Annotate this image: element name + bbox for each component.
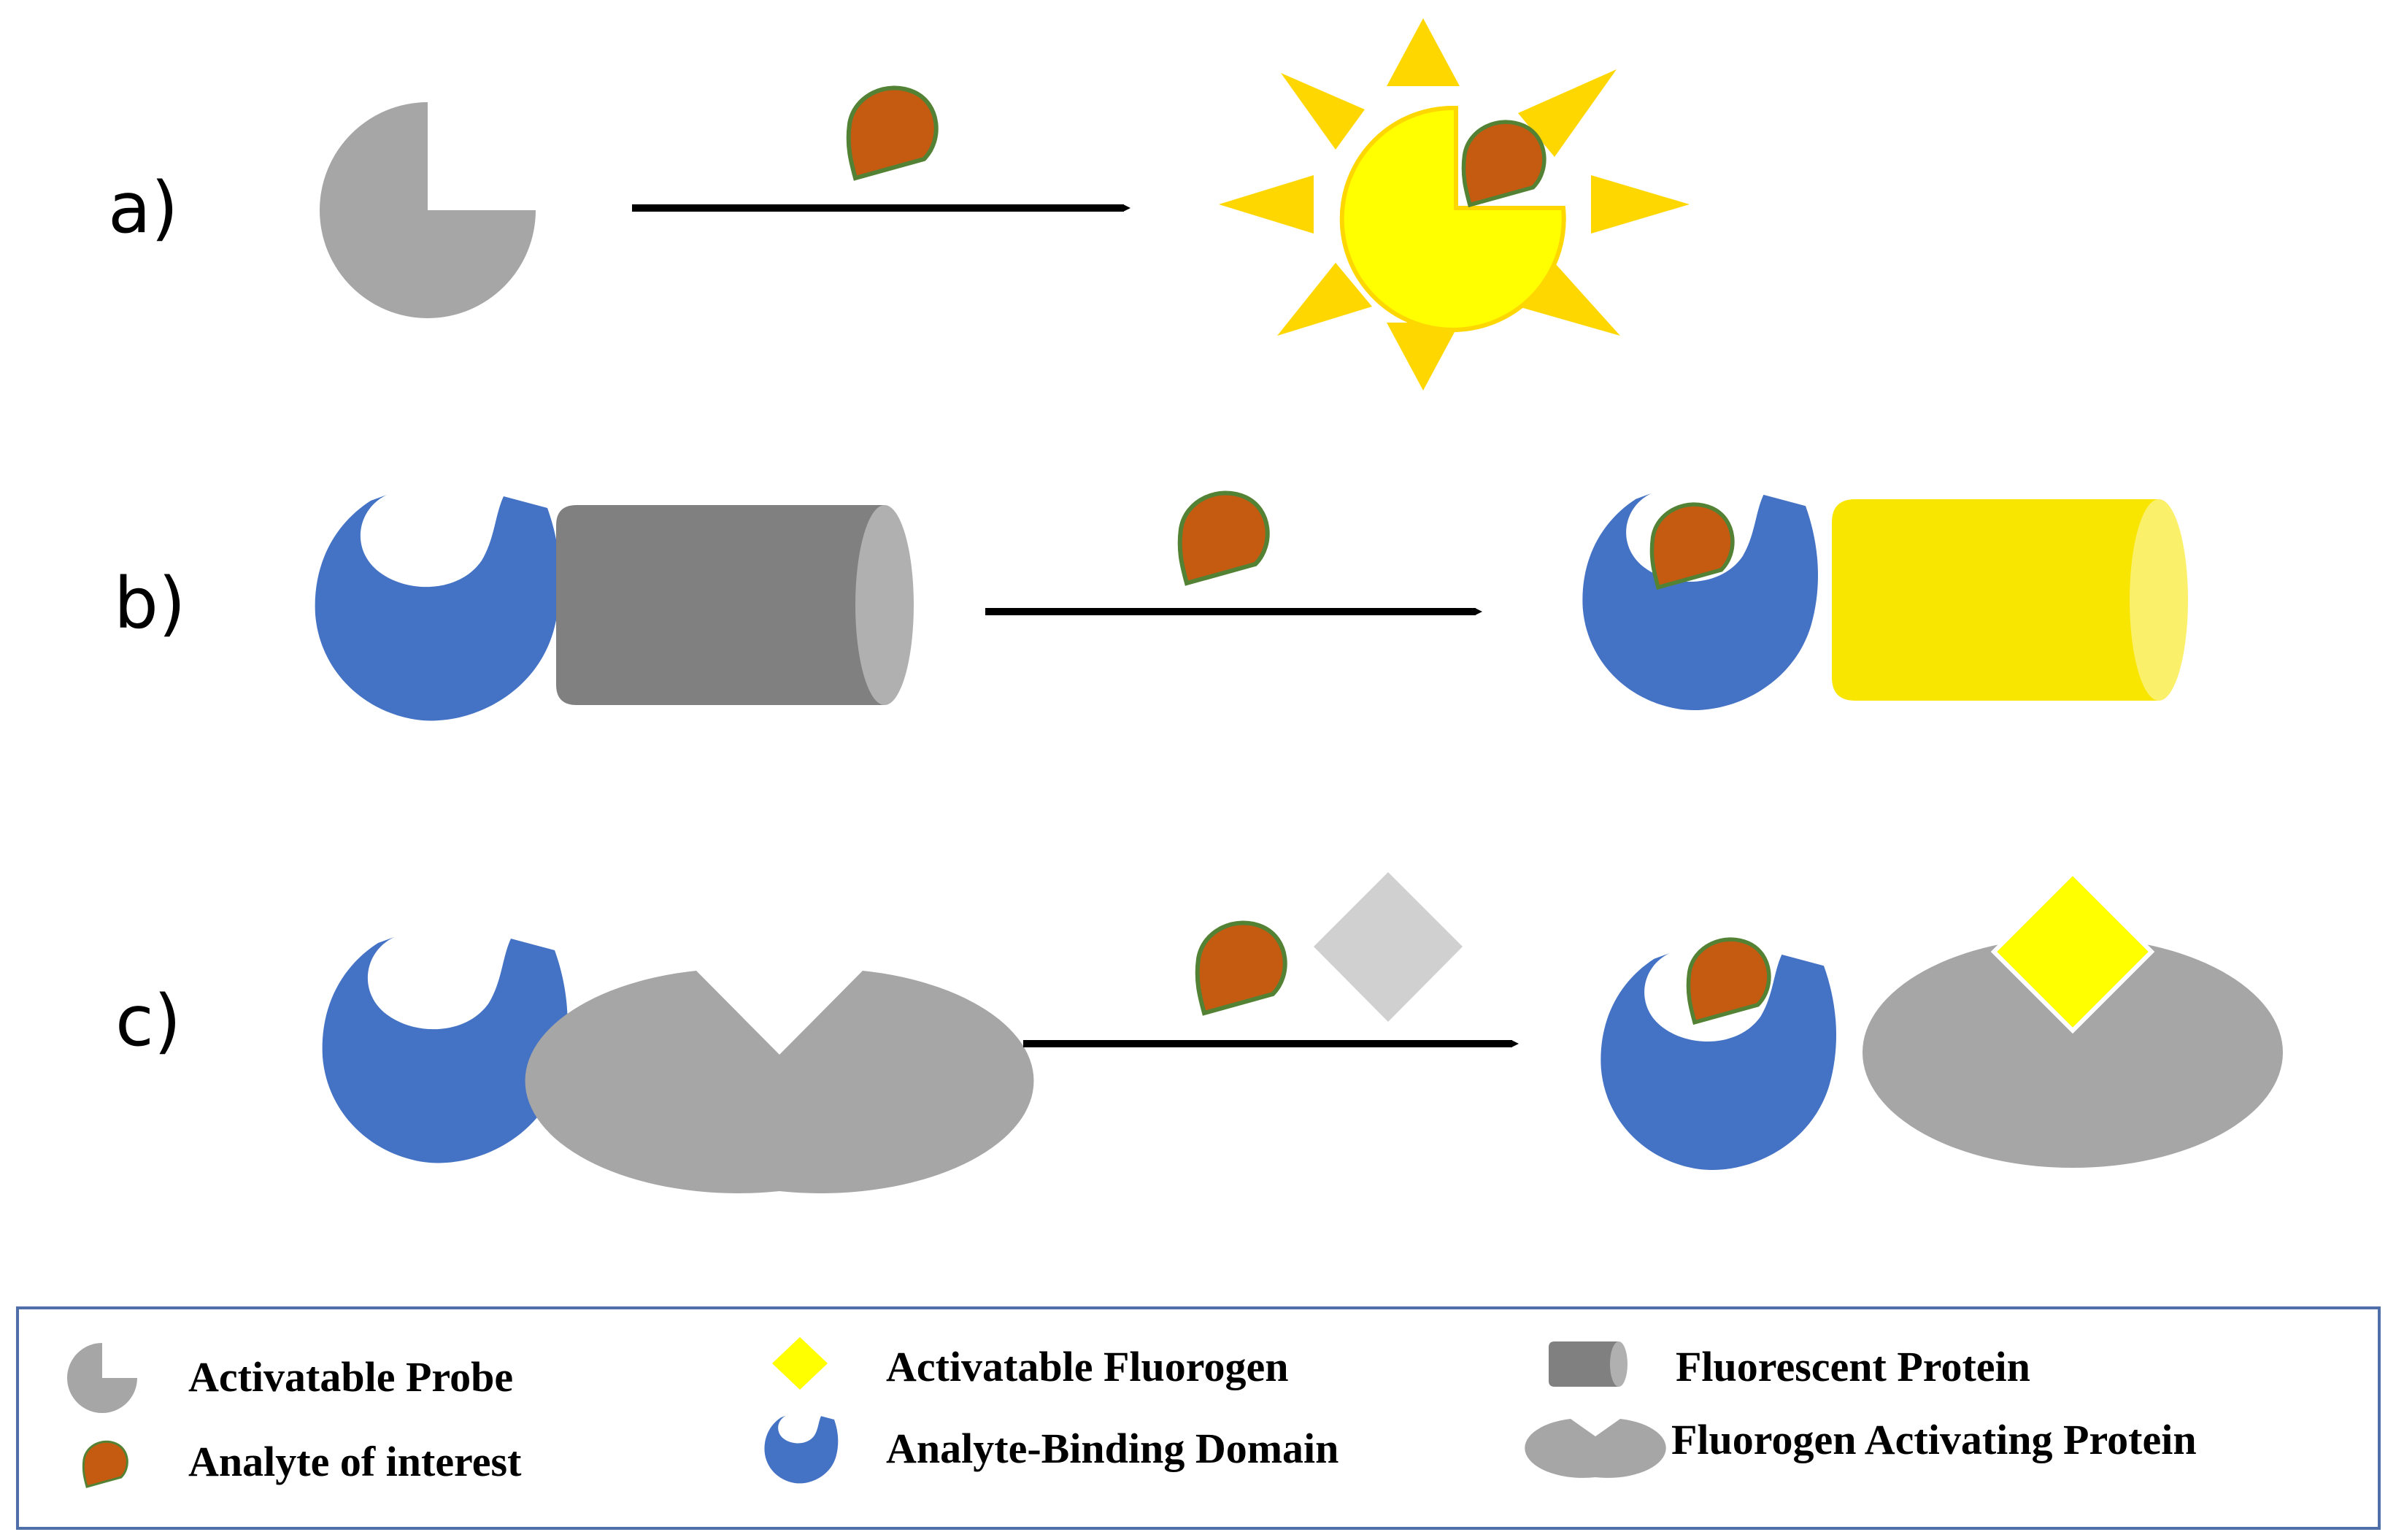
activatable-probe-icon xyxy=(67,1343,137,1413)
fluorescent-protein-icon xyxy=(1549,1341,1627,1387)
fluorogen-activating-protein-bound xyxy=(1863,869,2283,1168)
row-label-b: b) xyxy=(114,563,185,644)
legend-label-probe: Activatable Probe xyxy=(188,1353,513,1401)
analyte-c-bound xyxy=(1688,939,1768,1023)
legend-label-binding-domain: Analyte-Binding Domain xyxy=(886,1425,1338,1472)
analyte-b-bound xyxy=(1652,504,1732,588)
fluorogen-activating-protein xyxy=(525,971,1034,1193)
row-label-a: a) xyxy=(108,167,178,249)
legend-label-analyte: Analyte of interest xyxy=(188,1438,522,1485)
analyte-b xyxy=(1180,493,1268,583)
legend-box xyxy=(16,1306,2381,1530)
legend-label-fluorescent-protein: Fluorescent Protein xyxy=(1676,1343,2030,1390)
activatable-probe xyxy=(320,102,536,318)
fluorogen-active xyxy=(1990,869,2155,1034)
legend-label-fluorogen: Activatable Fluorogen xyxy=(886,1343,1288,1390)
row-label-c: c) xyxy=(115,980,181,1062)
fluorogen-activating-protein-icon xyxy=(1525,1419,1666,1478)
fluorogen-icon xyxy=(772,1337,828,1390)
binding-domain-b xyxy=(315,495,561,721)
fluorogen-inactive xyxy=(1314,872,1463,1022)
fluorescent-protein-dark xyxy=(556,505,914,705)
fluorescent-protein-bright xyxy=(1832,499,2188,701)
glowing-probe xyxy=(1219,18,1690,390)
analyte-c xyxy=(1198,923,1285,1013)
legend-label-fap: Fluorogen Activating Protein xyxy=(1671,1416,2197,1463)
binding-domain-c xyxy=(322,937,568,1163)
analyte-a xyxy=(849,88,936,178)
